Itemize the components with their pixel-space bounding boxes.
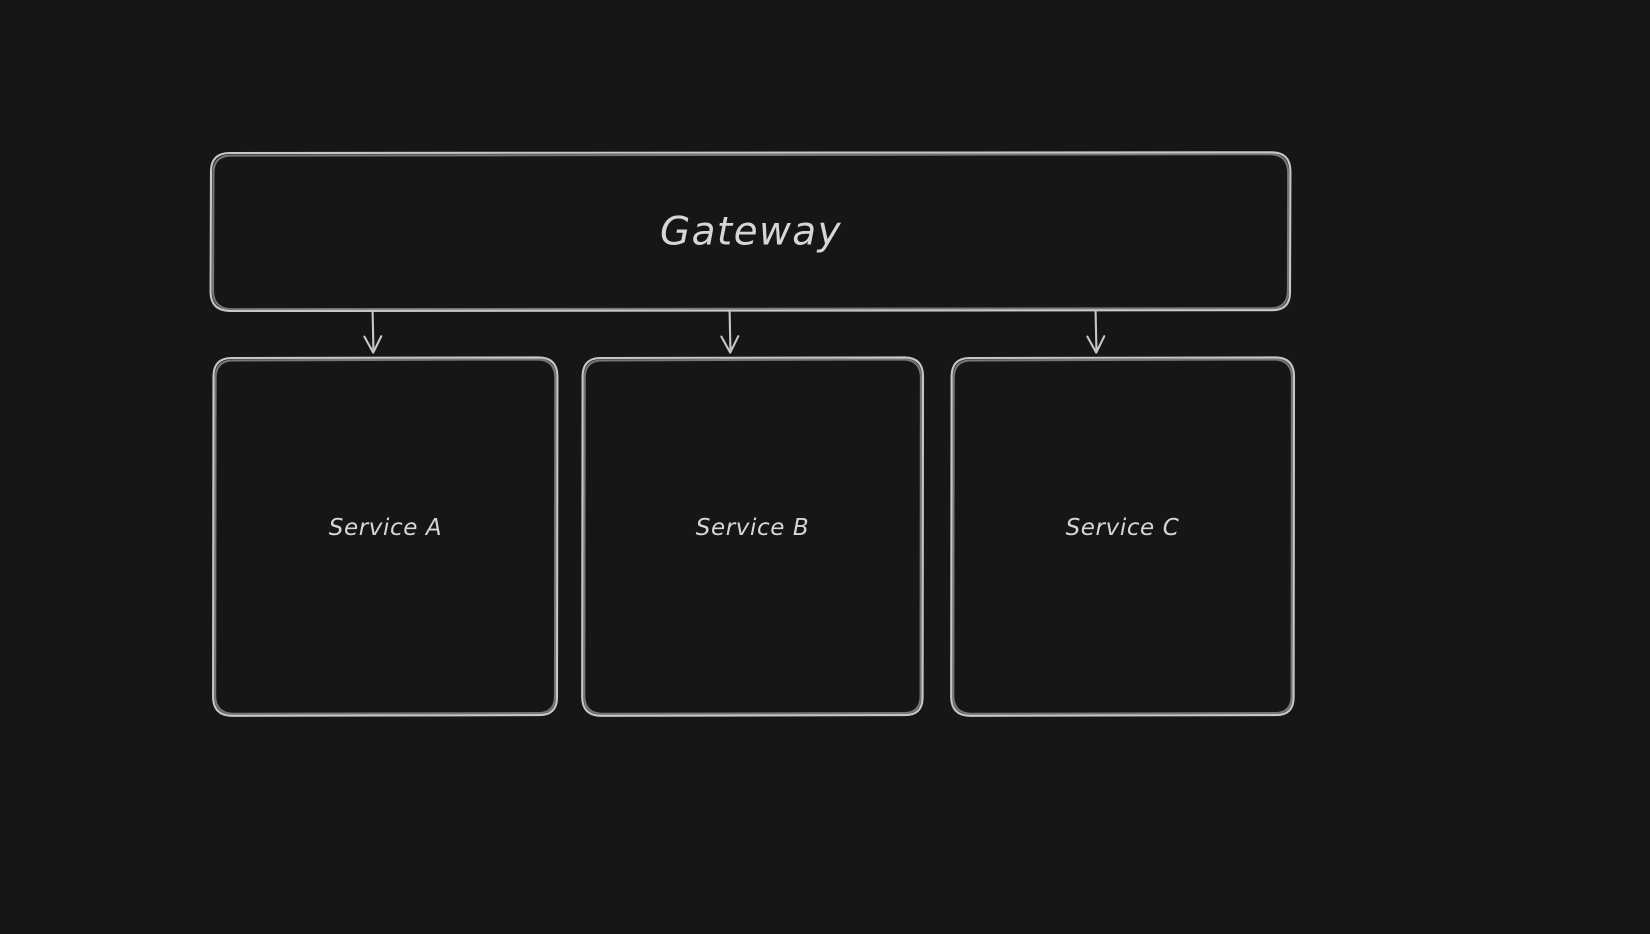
- node-gateway[interactable]: Gateway: [210, 152, 1292, 312]
- edge-gateway-to-service-c[interactable]: [1083, 306, 1109, 358]
- node-service-c-label: Service C: [1065, 515, 1180, 541]
- edge-gateway-to-service-b[interactable]: [717, 306, 743, 358]
- node-gateway-label: Gateway: [659, 209, 843, 255]
- node-service-b-label: Service B: [695, 515, 810, 541]
- edge-gateway-to-service-a[interactable]: [360, 306, 386, 358]
- node-service-a[interactable]: Service A: [213, 357, 558, 716]
- node-service-b[interactable]: Service B: [582, 357, 923, 716]
- node-service-c[interactable]: Service C: [951, 357, 1294, 716]
- node-service-a-label: Service A: [328, 515, 443, 541]
